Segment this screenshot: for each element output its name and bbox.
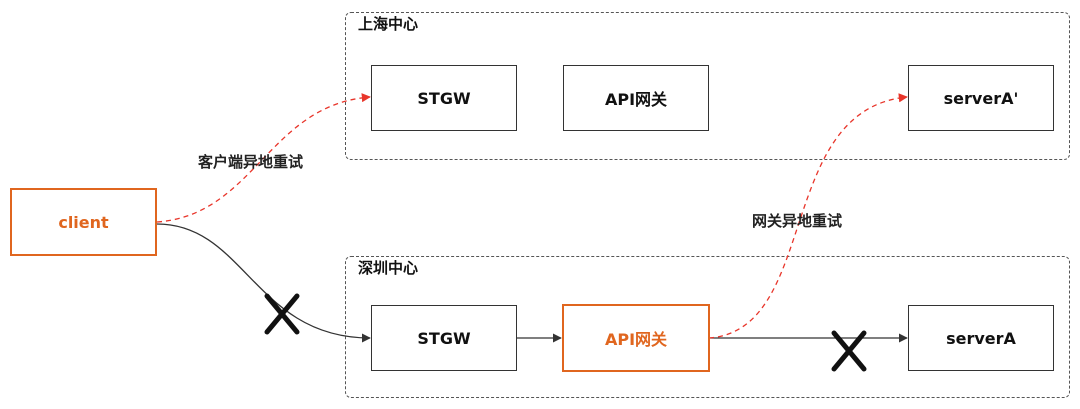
client-retry-label: 客户端异地重试 [198,153,304,171]
client-node: client [10,188,157,256]
failure-cross-server-link [831,330,867,372]
shenzhen-region-label: 深圳中心 [358,259,419,277]
failure-cross-client-link [264,293,300,335]
client-retry-arrow [156,93,371,223]
client-to-stgw-arrow [156,223,371,343]
shanghai-region-label: 上海中心 [358,15,419,33]
shanghai-region [345,12,1070,160]
server-a-prime-node: serverA' [908,65,1054,131]
stgw-shenzhen-node: STGW [371,305,517,371]
gateway-retry-label: 网关异地重试 [752,212,843,230]
shenzhen-region [345,256,1070,398]
api-gateway-shenzhen-node: API网关 [562,304,710,372]
api-gateway-shanghai-node: API网关 [563,65,709,131]
gateway-retry-arrow [708,93,908,339]
stgw-shanghai-node: STGW [371,65,517,131]
server-a-node: serverA [908,305,1054,371]
